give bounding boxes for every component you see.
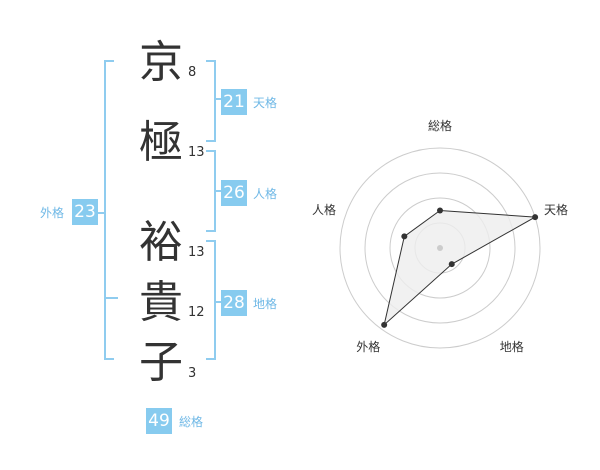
stroke-count-5: 3: [188, 366, 197, 381]
stroke-count-2: 13: [188, 145, 205, 160]
radar-axis-label: 人格: [311, 203, 336, 218]
stroke-count-1: 8: [188, 65, 197, 80]
radar-data-point: [401, 233, 408, 240]
chikaku-label: 地格: [253, 297, 278, 311]
name-char-2: 極: [139, 117, 183, 168]
radar-axis-label: 総格: [428, 119, 453, 133]
jinkaku-badge: 26: [221, 180, 247, 206]
radar-data-point: [437, 207, 443, 214]
gaikaku-bracket: [104, 60, 114, 360]
radar-grid-ring: [364, 172, 516, 324]
gaikaku-connector: [98, 212, 106, 214]
chikaku-badge: 28: [221, 290, 247, 316]
tenkaku-label: 天格: [253, 96, 278, 110]
radar-grid-ring: [339, 147, 541, 349]
name-char-3: 裕: [139, 217, 183, 268]
jinkaku-label: 人格: [253, 187, 278, 201]
gaikaku-bracket-divider: [104, 297, 118, 299]
radar-axis-label: 外格: [356, 339, 381, 354]
name-char-1: 京: [139, 37, 183, 88]
jinkaku-connector: [214, 190, 221, 192]
name-char-5: 子: [139, 337, 183, 388]
chikaku-bracket: [206, 240, 216, 360]
gaikaku-badge: 23: [72, 199, 98, 225]
stroke-count-4: 12: [188, 305, 205, 320]
tenkaku-connector: [214, 98, 221, 100]
radar-data-point: [381, 321, 388, 328]
radar-data-point: [532, 214, 539, 221]
name-char-4: 貴: [139, 277, 183, 328]
radar-axis-label: 地格: [499, 339, 524, 354]
stroke-count-3: 13: [188, 245, 205, 260]
radar-series-polygon: [383, 209, 537, 327]
radar-grid-ring: [389, 197, 491, 299]
soukaku-badge: 49: [146, 408, 172, 434]
gaikaku-label: 外格: [40, 206, 65, 220]
radar-data-point: [448, 261, 455, 268]
radar-center-dot: [437, 245, 443, 251]
soukaku-label: 総格: [179, 415, 204, 429]
tenkaku-badge: 21: [221, 89, 247, 115]
radar-axis-label: 天格: [544, 203, 569, 218]
tenkaku-bracket: [206, 60, 216, 142]
chikaku-connector: [214, 301, 221, 303]
